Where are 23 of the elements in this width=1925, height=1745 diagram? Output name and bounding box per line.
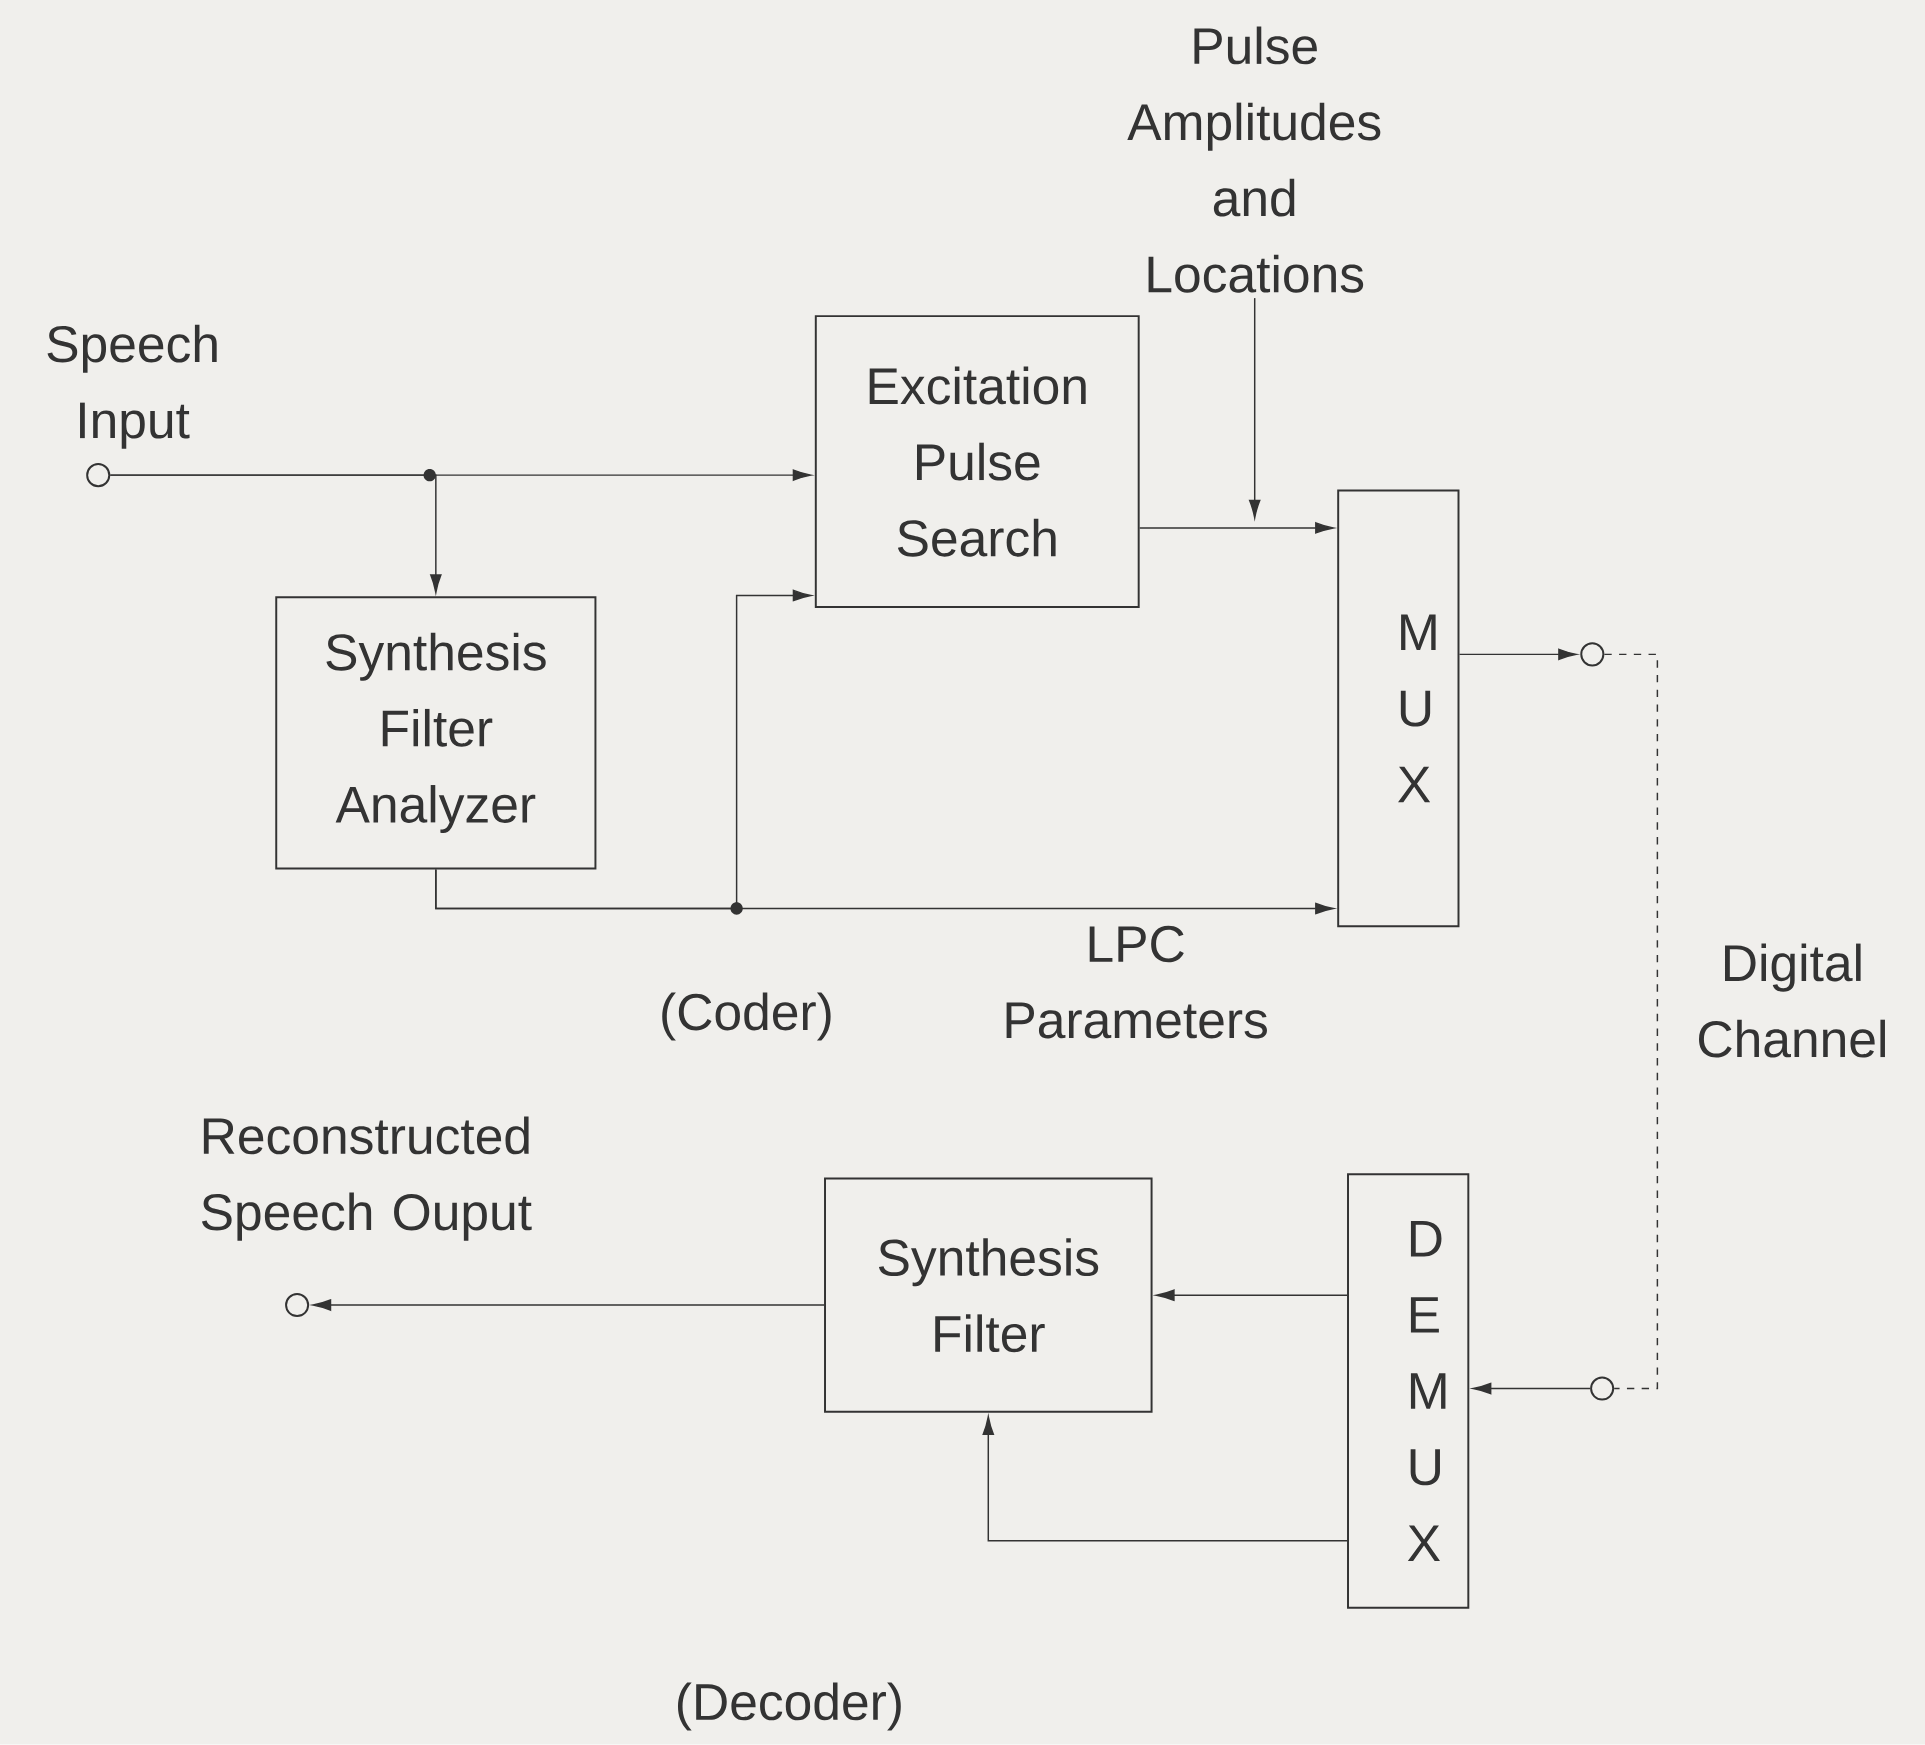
terminal-circle [1590, 1376, 1615, 1401]
arrow [1155, 1289, 1348, 1302]
process-box: Synthesis Filter Analyzer [275, 596, 597, 870]
section-label: (Coder) [662, 992, 831, 1041]
arrow [312, 1299, 825, 1312]
process-box: Excitation Pulse Search [814, 315, 1140, 609]
process-box: Synthesis Filter [824, 1177, 1153, 1414]
demultiplexer-box: D E M U X [1347, 1173, 1470, 1609]
multiplexer-box: M U X [1337, 489, 1460, 928]
terminal-label: Reconstructed Speech Ouput [201, 1116, 532, 1241]
arrow [1248, 297, 1261, 519]
section-label: (Decoder) [678, 1682, 901, 1731]
edge-label: Digital Channel [1699, 943, 1885, 1058]
terminal-label: Speech Input [47, 324, 217, 450]
arrow [982, 1416, 1348, 1542]
arrow [109, 474, 442, 594]
terminal-circle [1580, 642, 1605, 667]
arrow [435, 589, 812, 910]
dashed-line [1603, 653, 1659, 1390]
terminal-circle [86, 463, 111, 488]
edge-label: LPC Parameters [1006, 926, 1267, 1039]
signal-label: Pulse Amplitudes and Locations [1127, 26, 1381, 293]
arrow [1138, 522, 1334, 534]
